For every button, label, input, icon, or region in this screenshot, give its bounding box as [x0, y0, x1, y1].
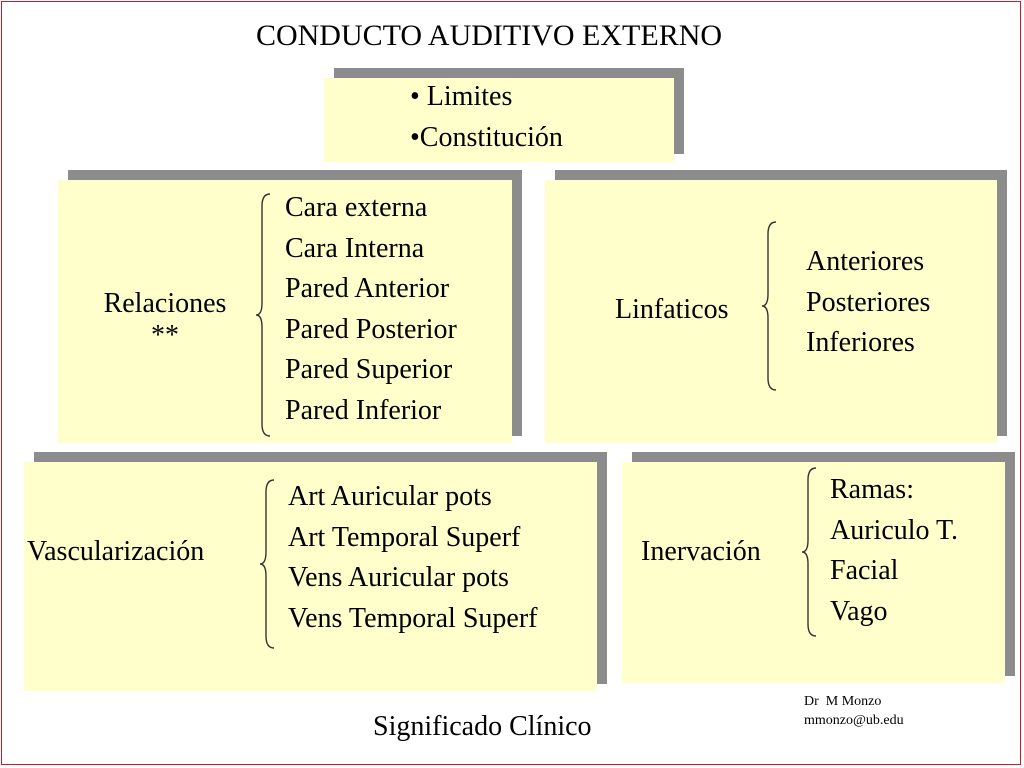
relaciones-item: Pared Anterior: [285, 273, 450, 304]
top-box: [324, 78, 674, 162]
author-name: Dr M Monzo: [804, 694, 882, 709]
inervacion-list: Ramas: Auriculo T. Facial Vago: [830, 470, 958, 632]
author-credit: Dr M Monzo mmonzo@ub.edu: [804, 692, 904, 730]
relaciones-item: Cara Interna: [285, 232, 425, 264]
vascularizacion-label: Vascularización: [27, 536, 205, 567]
relaciones-label-text: Relaciones: [103, 288, 227, 319]
linfaticos-label: Linfaticos: [615, 294, 729, 325]
footer-clinical-significance: Significado Clínico: [373, 711, 592, 742]
relaciones-item: Cara externa: [285, 192, 428, 223]
slide-title: CONDUCTO AUDITIVO EXTERNO: [255, 19, 723, 52]
linfaticos-brace: [761, 221, 777, 391]
vascularizacion-item: Vens Auricular pots: [288, 562, 509, 593]
top-box-item-constitucion: •Constitución: [410, 121, 563, 153]
relaciones-item: Pared Inferior: [285, 394, 442, 426]
vascularizacion-item: Art Auricular pots: [288, 481, 492, 512]
vascularizacion-list: Art Auricular pots Art Temporal Superf V…: [288, 477, 537, 639]
top-box-list: • Limites •Constitución: [410, 77, 563, 158]
inervacion-item: Facial: [830, 555, 899, 586]
inervacion-item: Ramas:: [830, 474, 914, 505]
vascularizacion-item: Art Temporal Superf: [288, 521, 521, 553]
relaciones-list: Cara externa Cara Interna Pared Anterior…: [285, 188, 457, 431]
relaciones-label: Relaciones **: [90, 284, 240, 356]
linfaticos-item: Anteriores: [806, 246, 925, 277]
top-box-item-limites: • Limites: [410, 81, 513, 112]
vascularizacion-item: Vens Temporal Superf: [288, 602, 538, 634]
linfaticos-item: Inferiores: [806, 327, 915, 358]
inervacion-item: Vago: [830, 595, 888, 627]
relaciones-item: Pared Superior: [285, 354, 453, 385]
inervacion-label: Inervación: [641, 536, 761, 567]
relaciones-item: Pared Posterior: [285, 313, 457, 345]
vascularizacion-brace: [259, 479, 275, 649]
author-email: mmonzo@ub.edu: [804, 713, 904, 728]
inervacion-brace: [801, 467, 817, 637]
relaciones-label-mark: **: [151, 319, 179, 351]
inervacion-item: Auriculo T.: [830, 514, 959, 546]
inervacion-panel: [622, 462, 1005, 683]
relaciones-panel: [58, 180, 512, 443]
relaciones-brace: [255, 193, 271, 437]
linfaticos-item: Posteriores: [806, 286, 931, 318]
linfaticos-list: Anteriores Posteriores Inferiores: [806, 242, 930, 364]
vascularizacion-panel: [24, 462, 597, 691]
